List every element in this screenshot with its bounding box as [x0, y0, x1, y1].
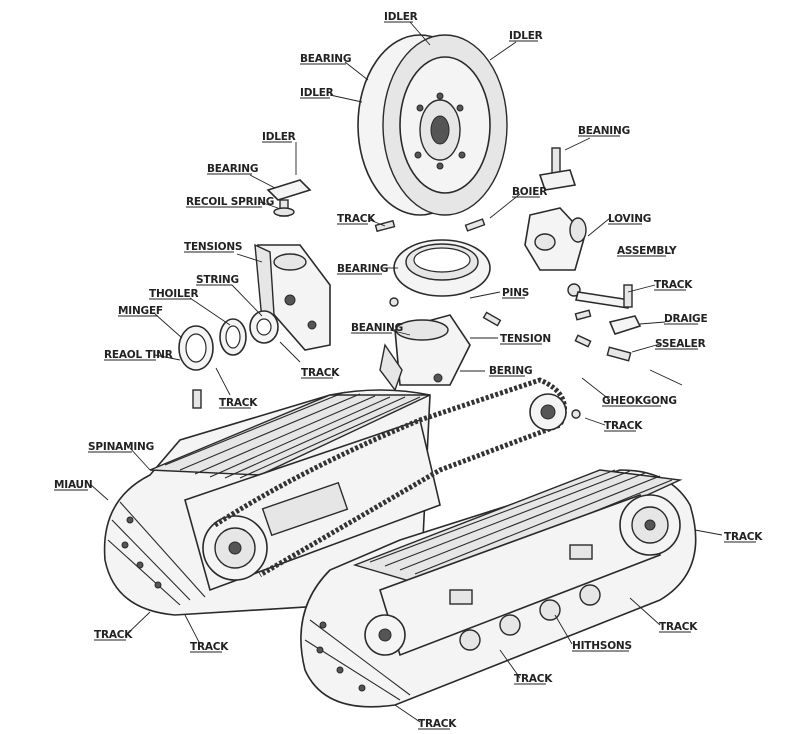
right-belt-links	[304, 619, 411, 701]
label-assembly: ASSEMBLY	[617, 245, 677, 257]
label-boier: BOIER	[512, 186, 547, 198]
recoil-spring-part	[266, 179, 312, 217]
tension-bracket	[254, 243, 331, 351]
label-track-bolt: TRACK	[337, 213, 376, 225]
label-track-bottom: TRACK	[514, 673, 553, 685]
idler-wheel	[357, 34, 508, 216]
small-bolts	[192, 218, 632, 419]
label-draige: DRAIGE	[664, 313, 707, 325]
seal-rings-left	[178, 310, 279, 371]
label-track-right2: TRACK	[604, 420, 643, 432]
loving-bracket	[524, 207, 587, 271]
link-assembly-center	[379, 314, 471, 392]
label-recoil-spring: RECOIL SPRING	[186, 196, 274, 208]
left-belt-links	[107, 501, 206, 606]
label-miaun: MIAUN	[54, 479, 92, 491]
beaning-bolt-top	[538, 147, 577, 191]
label-track-bottom2: TRACK	[418, 718, 457, 730]
label-bering: BERING	[489, 365, 532, 377]
label-track-bl: TRACK	[94, 629, 133, 641]
label-track-right1: TRACK	[654, 279, 693, 291]
label-tensions: TENSIONS	[184, 241, 242, 253]
label-track-bl2: TRACK	[190, 641, 229, 653]
label-pins: PINS	[502, 287, 529, 299]
label-loving: LOVING	[608, 213, 651, 225]
label-track-left: TRACK	[219, 397, 258, 409]
label-beaning-right: BEANING	[578, 125, 630, 137]
right-track-assembly	[300, 469, 697, 708]
assembly-pin	[567, 283, 633, 309]
label-spinaming: SPINAMING	[88, 441, 154, 453]
label-track-far-right: TRACK	[724, 531, 763, 543]
label-bearing-small: BEARING	[207, 163, 258, 175]
label-sealer: SSEALER	[655, 338, 706, 350]
left-track-assembly	[103, 377, 567, 616]
track-shoe-row-left	[164, 391, 421, 479]
label-string: STRING	[196, 274, 239, 286]
callout-labels: IDLER IDLER BEARING IDLER BEANING IDLER …	[54, 11, 763, 730]
label-hithsons: HITHSONS	[572, 640, 632, 652]
label-gheokgong: GHEOKGONG	[602, 395, 677, 407]
draige-block	[608, 315, 642, 335]
label-reaol-tinr: REAOL TINR	[104, 349, 173, 361]
label-bearing-top: BEARING	[300, 53, 351, 65]
label-tension: TENSION	[500, 333, 551, 345]
label-idler-small: IDLER	[262, 131, 296, 143]
label-bearing-mid: BEARING	[337, 263, 388, 275]
label-idler-right: IDLER	[509, 30, 543, 42]
label-beaning-mid: BEANING	[351, 322, 403, 334]
label-idler-top: IDLER	[384, 11, 418, 23]
label-track-br: TRACK	[659, 621, 698, 633]
label-idler-left: IDLER	[300, 87, 334, 99]
label-thoiler: THOILER	[149, 288, 198, 300]
label-track-mid: TRACK	[301, 367, 340, 379]
bearing-ring	[393, 239, 491, 297]
leader-lines	[89, 21, 723, 723]
label-mingef: MINGEF	[118, 305, 163, 317]
